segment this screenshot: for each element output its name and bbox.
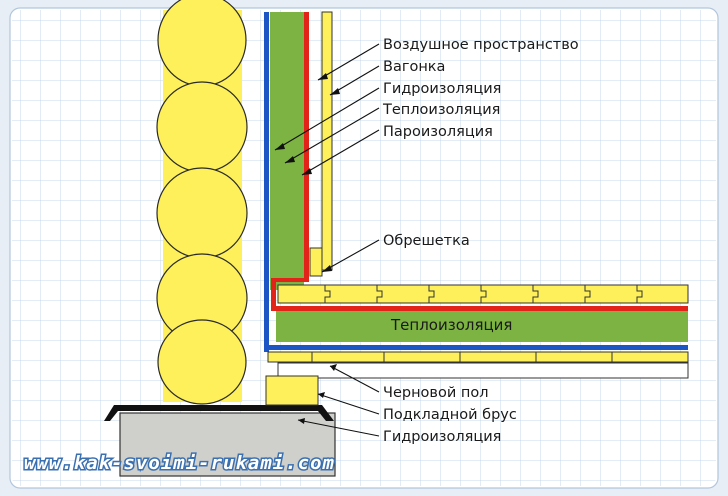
- subfloor-boards: [267, 351, 689, 363]
- joist: [265, 375, 319, 406]
- label-joist: Подкладной брус: [383, 407, 517, 423]
- label-waterproofing-bottom: Гидроизоляция: [383, 429, 501, 445]
- floor-insulation: [276, 306, 688, 342]
- batten: [309, 247, 323, 277]
- label-insulation-top: Теплоизоляция: [382, 102, 500, 118]
- floor-vapor-barrier: [271, 278, 688, 311]
- label-waterproofing-top: Гидроизоляция: [383, 81, 501, 97]
- log-wall: [156, 0, 248, 405]
- foundation-waterproofing: [104, 405, 334, 421]
- floor-board-joints: [324, 285, 643, 303]
- wall-waterproofing: [264, 12, 269, 352]
- floor-waterproofing: [264, 345, 688, 350]
- label-air-gap: Воздушное пространство: [383, 37, 579, 53]
- wall-vapor-barrier: [304, 12, 309, 282]
- label-insulation-floor: Теплоизоляция: [390, 316, 512, 334]
- floor-boards: [277, 284, 689, 304]
- subfloor-lower: [277, 362, 689, 379]
- watermark[interactable]: www.kak-svoimi-rukami.com: [23, 451, 336, 476]
- wall-insulation: [270, 12, 304, 290]
- label-vapor-barrier: Пароизоляция: [383, 124, 493, 140]
- label-battens: Обрешетка: [383, 233, 470, 249]
- label-subfloor: Черновой пол: [383, 385, 489, 401]
- subfloor-joints: [311, 352, 613, 362]
- label-lining: Вагонка: [383, 59, 445, 75]
- foundation: [119, 412, 336, 477]
- leader-arrowheads: [275, 73, 340, 424]
